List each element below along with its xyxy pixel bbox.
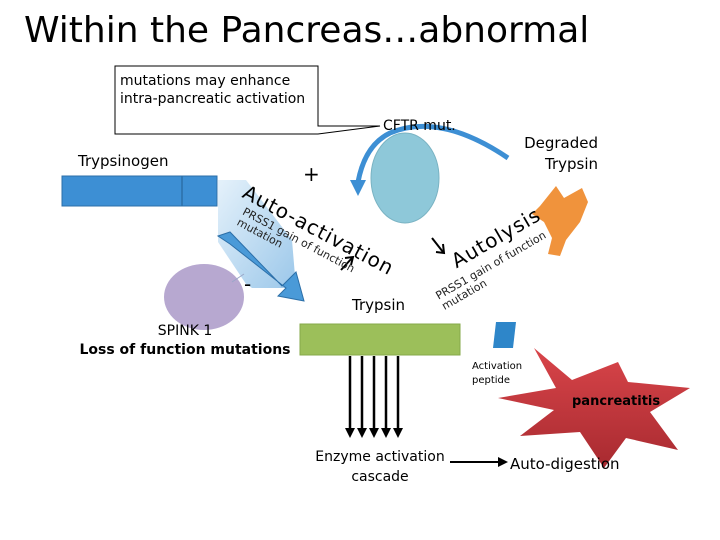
small-arrow-right — [340, 255, 355, 271]
enzyme-cascade-label: Enzyme activation cascade — [300, 447, 460, 487]
spink1-oval — [164, 264, 244, 330]
plus-sign: + — [303, 162, 320, 186]
auto-activation-arrow — [216, 180, 305, 302]
pancreatitis-label: pancreatitis — [572, 394, 661, 409]
activation-peptide-label: Activation peptide — [472, 360, 552, 388]
cftr-label: CFTR mut. — [383, 118, 456, 134]
cascade-line-1: Enzyme activation — [315, 449, 445, 465]
trypsinogen-bar — [61, 175, 218, 207]
spink1-description: Loss of function mutations — [79, 342, 291, 358]
spink1-label: SPINK 1 Loss of function mutations — [75, 322, 295, 360]
pancreatitis-star — [498, 348, 690, 468]
callout-line-1: mutations may enhance — [120, 73, 291, 89]
cascade-arrows — [345, 356, 403, 438]
trypsin-label: Trypsin — [352, 296, 406, 314]
degraded-trypsin-label: Degraded Trypsin — [508, 133, 598, 175]
cascade-line-2: cascade — [351, 469, 409, 485]
small-arrow-left — [431, 237, 446, 255]
digestion-arrow — [450, 457, 508, 467]
activation-line-2: peptide — [472, 375, 511, 386]
minus-sign: - — [244, 272, 252, 296]
degraded-line-2: Trypsin — [544, 155, 598, 173]
trypsin-bar — [299, 323, 461, 356]
callout-box — [114, 65, 381, 135]
activation-peptide — [493, 322, 516, 348]
cftr-curved-arrow — [355, 123, 510, 183]
callout-text: mutations may enhance intra-pancreatic a… — [120, 72, 305, 108]
callout-line-2: intra-pancreatic activation — [120, 91, 306, 107]
spink1-name: SPINK 1 — [157, 323, 213, 339]
cftr-oval — [370, 132, 440, 224]
degraded-line-1: Degraded — [524, 134, 598, 152]
auto-digestion-label: Auto-digestion — [510, 455, 620, 473]
trypsinogen-label: Trypsinogen — [78, 152, 169, 170]
degraded-trypsin-shape — [532, 186, 588, 256]
activation-line-1: Activation — [472, 361, 523, 372]
page-title: Within the Pancreas…abnormal — [24, 10, 590, 51]
